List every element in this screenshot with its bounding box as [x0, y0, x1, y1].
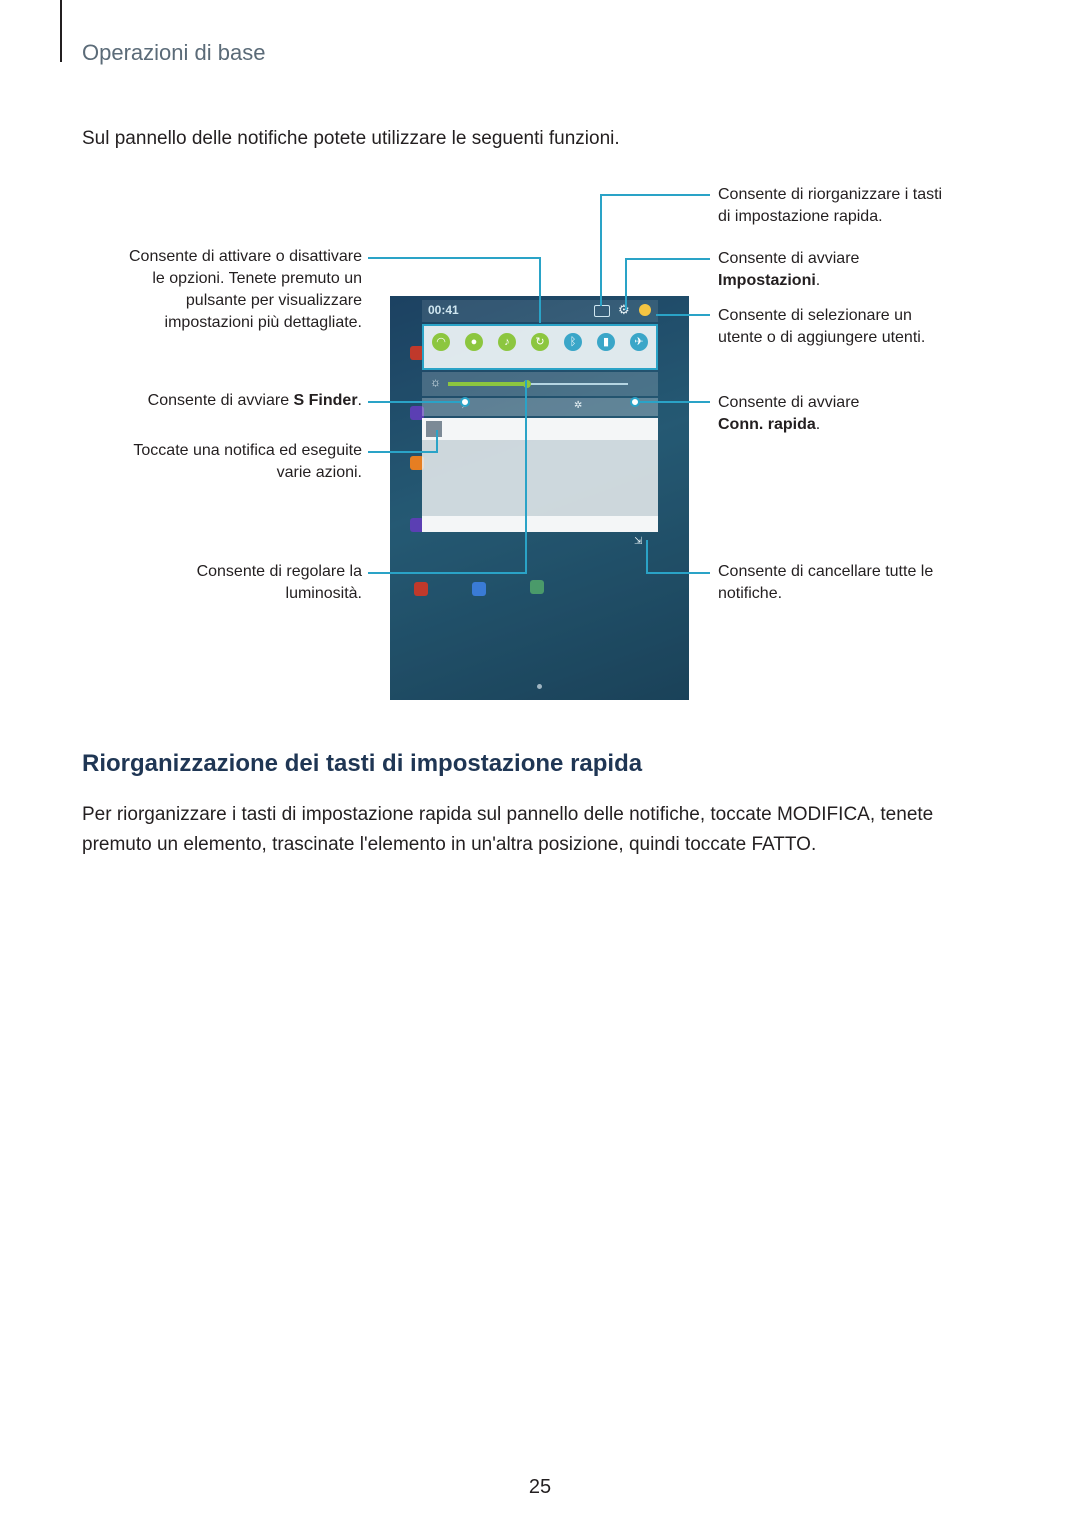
section-rule: [60, 0, 62, 62]
quick-connect-button[interactable]: ✲: [542, 398, 658, 416]
body-paragraph: Per riorganizzare i tasti di impostazion…: [82, 804, 934, 855]
wifi-icon[interactable]: ◠: [432, 333, 450, 351]
brightness-track[interactable]: [448, 383, 628, 385]
notification-panel-screenshot: 00:41 ⚙ ◠ ● ♪ ↻ ᛒ ▮ ✈ ☼ ⌕ ✲: [390, 296, 689, 700]
sound-icon[interactable]: ♪: [498, 333, 516, 351]
callout-reorder: Consente di riorganizzare i tasti di imp…: [718, 186, 943, 225]
callout-brightness: Consente di regolare la luminosità.: [196, 563, 362, 602]
notification-card[interactable]: [422, 418, 658, 440]
airplane-mode-icon[interactable]: ✈: [630, 333, 648, 351]
page-number: 25: [528, 1476, 552, 1498]
section-heading: Riorganizzazione dei tasti di impostazio…: [82, 750, 643, 777]
user-icon[interactable]: [639, 304, 651, 316]
notification-panel: 00:41 ⚙ ◠ ● ♪ ↻ ᛒ ▮ ✈ ☼ ⌕ ✲: [422, 300, 658, 547]
app-icon: [410, 518, 424, 532]
callout-quick-toggles: Consente di attivare o disattivare le op…: [128, 248, 362, 331]
callout-conn: Consente di avviare Conn. rapida.: [718, 394, 860, 433]
notification-actions: [422, 516, 658, 532]
fatto-term: FATTO: [751, 834, 811, 855]
screen-rotation-icon[interactable]: ↻: [531, 333, 549, 351]
modifica-term: MODIFICA: [776, 804, 870, 825]
youtube-icon: [414, 582, 428, 596]
notification-thumbnail: [426, 421, 442, 437]
folder-icon: [530, 580, 544, 594]
quick-connect-icon: ✲: [574, 400, 583, 411]
quick-settings-row: ◠ ● ♪ ↻ ᛒ ▮ ✈: [422, 324, 658, 370]
app-icon: [410, 456, 424, 470]
callout-notification: Toccate una notifica ed eseguite varie a…: [133, 442, 362, 481]
gear-icon[interactable]: ⚙: [618, 302, 630, 317]
callout-clear: Consente di cancellare tutte le notifich…: [718, 563, 934, 602]
callout-settings: Consente di avviare Impostazioni.: [718, 250, 860, 289]
edit-icon[interactable]: [594, 305, 610, 317]
bluetooth-icon[interactable]: ᛒ: [564, 333, 582, 351]
callout-users: Consente di selezionare un utente o di a…: [718, 307, 926, 346]
section-title: Operazioni di base: [82, 40, 266, 65]
intro-text: Sul pannello delle notifiche potete util…: [82, 128, 620, 149]
folder-icon: [472, 582, 486, 596]
app-icon: [410, 346, 424, 360]
brightness-fill: [448, 382, 526, 386]
power-saving-icon[interactable]: ▮: [597, 333, 615, 351]
app-icon: [410, 406, 424, 420]
page-indicator: [537, 684, 542, 689]
clock: 00:41: [428, 303, 459, 317]
brightness-slider[interactable]: [523, 380, 531, 388]
clear-all-button[interactable]: ⇲: [634, 536, 643, 547]
brightness-row: ☼: [422, 372, 658, 396]
location-icon[interactable]: ●: [465, 333, 483, 351]
brightness-icon: ☼: [430, 375, 441, 389]
callout-s-finder: Consente di avviare S Finder.: [147, 392, 362, 409]
